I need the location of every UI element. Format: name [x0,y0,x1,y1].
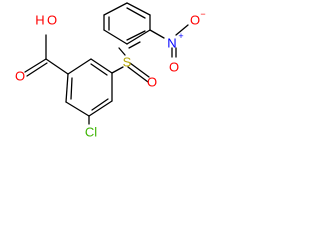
atom-labels: H O O S O Cl N + O O − [15,9,206,140]
bond [175,24,189,36]
bond [88,100,113,117]
molecule-diagram: H O O S O Cl N + O O − [0,0,215,150]
bond [67,58,92,75]
bond [65,73,69,103]
double-bond-inner [91,98,109,111]
atom-oxygen-nitro-double: O [169,60,179,75]
bond [127,66,149,83]
bond [118,47,126,56]
atom-sulfur: S [123,55,132,70]
bond [65,101,90,117]
double-bond-inner [126,7,146,19]
atom-oxygen-sulfonyl: O [147,75,157,90]
bond [111,66,124,74]
bond [126,29,151,45]
bond [90,58,113,74]
atom-oxygen-nitro-single: O [190,13,200,28]
bond [128,41,141,49]
bond [103,29,128,45]
bond [149,29,165,39]
bond [129,62,150,78]
bond [45,58,69,75]
double-bond-inner [126,30,146,41]
bond [26,62,48,77]
atom-chlorine: Cl [85,125,97,140]
bonds [24,2,189,125]
atom-hydrogen: H [35,13,44,28]
oxygen-charge: − [200,9,205,19]
structure-drawing: H O O S O Cl N + O O − [15,2,206,140]
double-bond-inner [70,77,73,100]
atom-oxygen-hydroxyl: O [47,13,57,28]
double-bond-inner [90,63,108,76]
bond [103,2,128,16]
atom-oxygen-carbonyl: O [15,69,25,84]
atom-nitrogen: N [167,36,176,51]
bond [126,2,151,16]
bond [24,58,47,73]
nitrogen-charge: + [178,31,183,41]
